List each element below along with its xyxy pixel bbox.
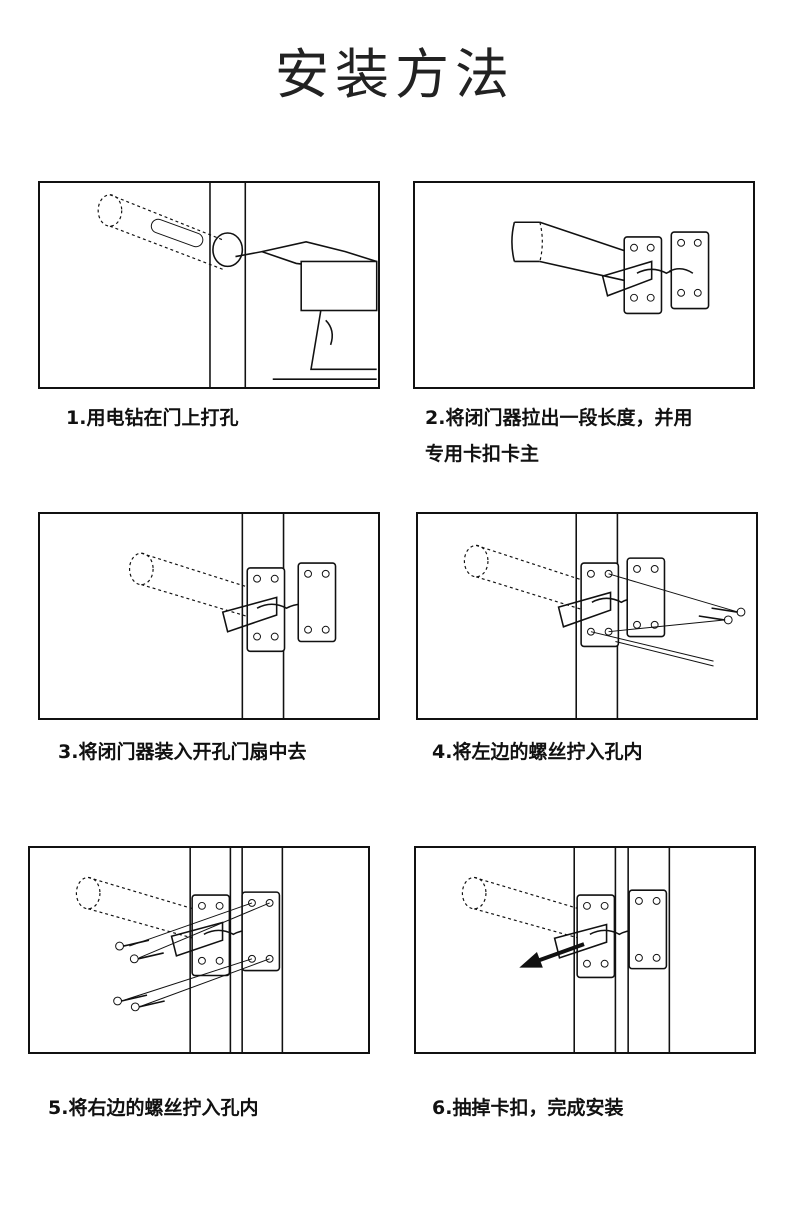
- step-3-caption: 3.将闭门器装入开孔门扇中去: [58, 741, 307, 763]
- step-3-illustration: [38, 512, 380, 720]
- step-5-illustration: [28, 846, 370, 1054]
- step-5-caption: 5.将右边的螺丝拧入孔内: [48, 1097, 259, 1119]
- insert-closer-drawing: [128, 514, 337, 718]
- remove-clip-drawing: [461, 848, 671, 1052]
- page-title: 安装方法: [275, 43, 515, 106]
- step-4-caption: 4.将左边的螺丝拧入孔内: [432, 741, 643, 763]
- closer-clip-drawing: [511, 221, 710, 315]
- step-6-caption: 6.抽掉卡扣，完成安装: [432, 1097, 624, 1119]
- right-screws-drawing: [75, 848, 284, 1052]
- step-4-illustration: [416, 512, 758, 720]
- step-2-illustration: [413, 181, 755, 389]
- step-6-illustration: [414, 846, 756, 1054]
- step-1-caption: 1.用电钻在门上打孔: [66, 407, 239, 429]
- step-2-caption-line-2: 专用卡扣卡主: [425, 443, 540, 465]
- left-screws-drawing: [463, 514, 746, 718]
- drill-door-drawing: [97, 183, 378, 387]
- step-1-illustration: [38, 181, 380, 389]
- step-2-caption-line-1: 2.将闭门器拉出一段长度，并用: [425, 407, 693, 429]
